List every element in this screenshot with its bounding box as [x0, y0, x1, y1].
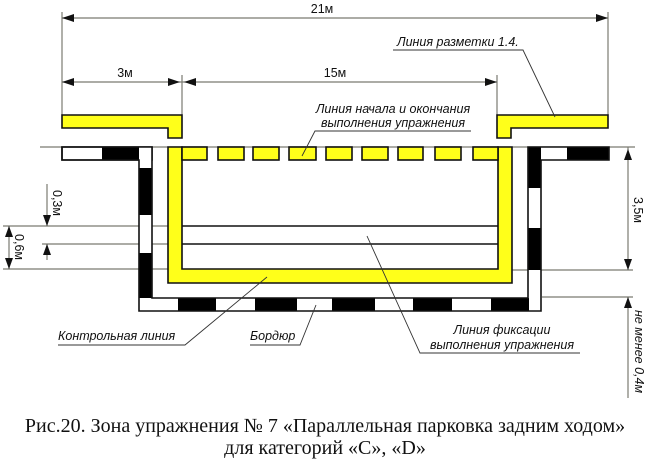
- dash: [252, 146, 280, 161]
- figure-caption-line-1: Рис.20. Зона упражнения № 7 «Параллельна…: [25, 415, 625, 437]
- dimension-control-band: 0,6м: [12, 234, 26, 260]
- dimension-3-5m: 3,5м: [624, 147, 645, 270]
- control-line-label: Контрольная линия: [58, 329, 176, 343]
- arrowhead-icon: [596, 14, 608, 22]
- arrowhead-icon: [5, 258, 13, 269]
- marking-line-label: Линия разметки 1.4.: [396, 35, 519, 49]
- label-start-end-line: Линия начала и окончания выполнения упра…: [301, 102, 471, 157]
- arrowhead-icon: [43, 215, 51, 226]
- dimension-15m: 15м: [182, 66, 497, 86]
- label-control-line: Контрольная линия: [58, 276, 268, 346]
- dimension-control-offset: 0,3м: [50, 190, 64, 216]
- dash: [217, 146, 245, 161]
- dimension-min-0-4m: не менее 0,4м: [624, 297, 646, 398]
- dimension-3m: 3м: [62, 66, 182, 86]
- dimension-21m: 21м: [62, 2, 608, 22]
- dimension-0-3m: 0,3м: [43, 184, 64, 260]
- arrowhead-icon: [624, 149, 632, 160]
- arrowhead-icon: [624, 259, 632, 270]
- arrowhead-icon: [624, 297, 632, 308]
- dimension-entry-offset: 3м: [117, 66, 133, 80]
- arrowhead-icon: [168, 78, 180, 86]
- figure-caption-line-2: для категорий «C», «D»: [224, 437, 426, 459]
- label-fixation-line: Линия фиксации выполнения упражнения: [366, 235, 580, 354]
- label-curb: Бордюр: [250, 304, 317, 346]
- arrowhead-icon: [62, 14, 74, 22]
- start-end-line-label-2: выполнения упражнения: [321, 116, 465, 130]
- dash: [397, 146, 424, 161]
- marking-line-right: [496, 114, 609, 139]
- dimension-curb-gap: не менее 0,4м: [632, 310, 646, 393]
- dash: [181, 146, 208, 161]
- start-end-line-label-1: Линия начала и окончания: [315, 102, 471, 116]
- arrowhead-icon: [5, 226, 13, 237]
- dimension-extension-lines: [61, 12, 609, 115]
- dimension-parking-length: 15м: [324, 66, 347, 80]
- dimension-0-6m: 0,6м: [5, 226, 26, 269]
- arrowhead-icon: [184, 78, 196, 86]
- arrowhead-icon: [485, 78, 497, 86]
- curb-label: Бордюр: [250, 329, 295, 343]
- control-lines: [182, 225, 498, 245]
- label-marking-line: Линия разметки 1.4.: [393, 35, 556, 118]
- fixation-line-label-1: Линия фиксации: [453, 323, 551, 337]
- arrowhead-icon: [62, 78, 74, 86]
- dash: [288, 146, 317, 161]
- dash: [325, 146, 353, 161]
- dimension-total-length: 21м: [311, 2, 334, 16]
- dash: [472, 146, 499, 161]
- dash: [434, 146, 462, 161]
- start-end-dashed-line: [181, 146, 499, 161]
- arrowhead-icon: [43, 244, 51, 255]
- parking-zone-marking: [167, 146, 513, 284]
- dash: [361, 146, 389, 161]
- dimension-parking-depth: 3,5м: [631, 197, 645, 223]
- fixation-line-label-2: выполнения упражнения: [430, 338, 574, 352]
- marking-line-left: [61, 114, 183, 139]
- curb: [61, 146, 610, 312]
